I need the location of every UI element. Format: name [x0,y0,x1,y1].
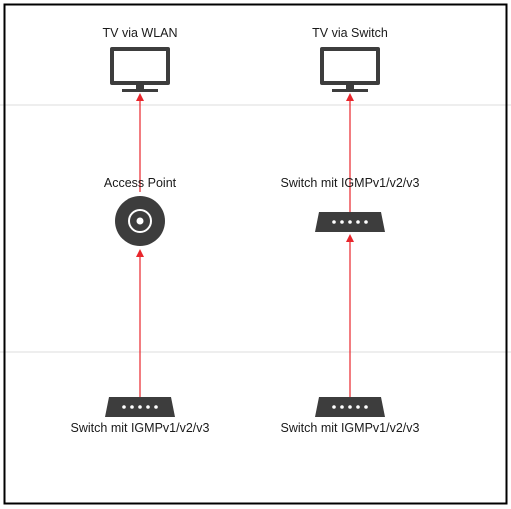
label-tv-switch: TV via Switch [312,26,388,40]
connector-switch-mid-to-switch-right [346,234,354,397]
network-switch-icon [105,397,175,417]
monitor-icon [320,47,380,92]
connector-tv-switch-to-switch-mid [346,93,354,212]
connector-ap-to-switch-left [136,249,144,397]
label-switch-mid: Switch mit IGMPv1/v2/v3 [280,176,420,190]
monitor-icon [110,47,170,92]
label-tv-wlan: TV via WLAN [102,26,178,40]
network-switch-icon [315,397,385,417]
label-switch-bottom-right: Switch mit IGMPv1/v2/v3 [280,421,420,435]
label-access-point: Access Point [103,176,177,190]
diagram-frame [3,3,508,505]
label-switch-bottom-left: Switch mit IGMPv1/v2/v3 [70,421,210,435]
network-switch-icon [315,212,385,232]
connector-tv-wlan-to-ap [136,93,144,192]
access-point-icon [115,196,165,246]
